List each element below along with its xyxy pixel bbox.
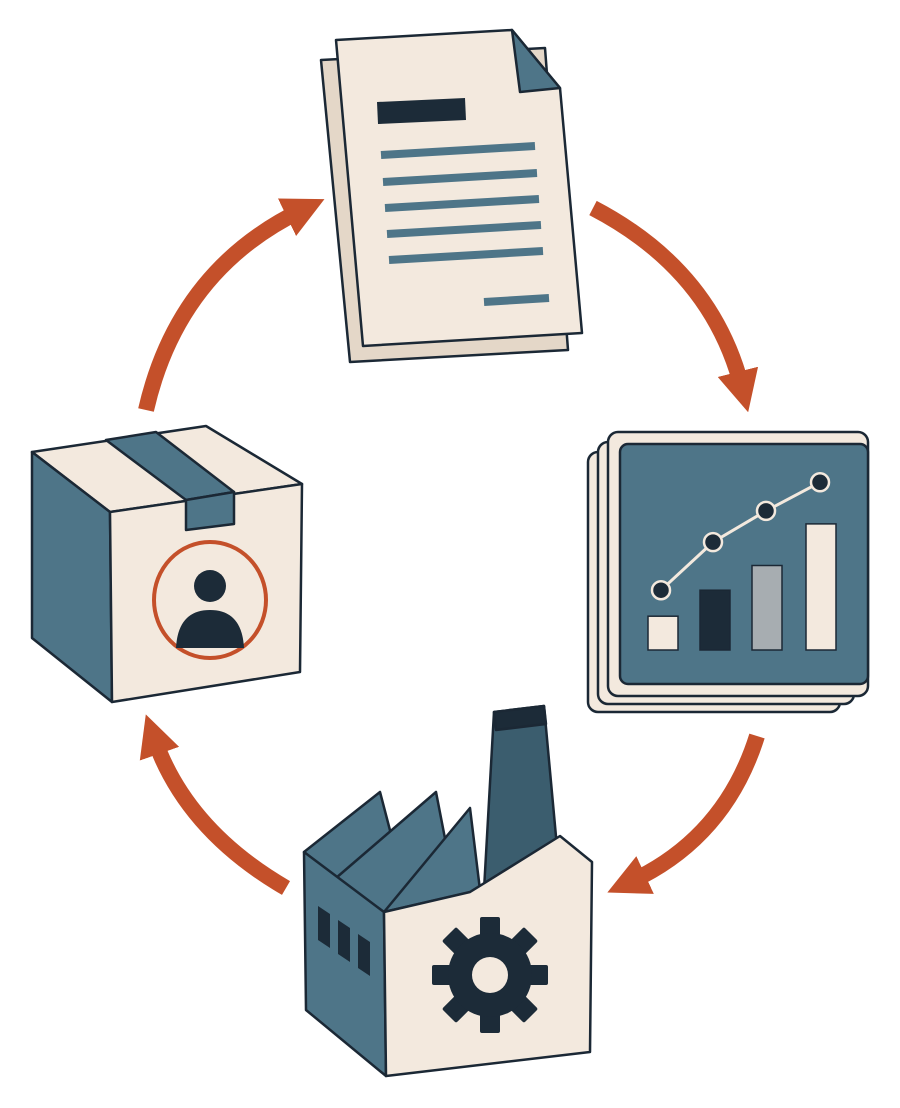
chart-bar	[805, 523, 837, 651]
chart-trend-point	[702, 531, 724, 553]
arrow-analytics-to-factory	[607, 733, 765, 894]
chart-trend-point	[809, 472, 831, 493]
cycle-arrows	[138, 198, 765, 895]
factory-windows	[318, 906, 370, 976]
embedded-chart	[647, 472, 837, 651]
package-tape-front	[184, 490, 236, 532]
arrow-package-to-document	[138, 198, 325, 412]
chart-trend-line	[659, 480, 821, 592]
arrow-document-to-analytics	[589, 200, 759, 413]
chart-bar	[647, 615, 679, 651]
customer-avatar-icon	[152, 540, 268, 660]
document-text-lines	[380, 142, 550, 306]
chart-trend-point	[755, 500, 777, 522]
factory-chimney-top	[492, 704, 548, 732]
chart-bar	[699, 589, 731, 651]
chart-bar	[751, 564, 783, 651]
document-title-bar	[377, 98, 466, 124]
avatar-head	[194, 570, 226, 602]
factory-gear-symbol	[432, 917, 548, 1033]
avatar-body	[176, 610, 244, 648]
document-stack-icon	[319, 28, 584, 364]
chart-trend-point	[650, 579, 672, 601]
analytics-chart-icon	[586, 430, 870, 714]
customer-package-icon	[30, 424, 304, 704]
factory-gear-icon	[302, 704, 594, 1078]
arrow-factory-to-package	[139, 714, 291, 895]
document-folded-corner	[510, 28, 562, 94]
